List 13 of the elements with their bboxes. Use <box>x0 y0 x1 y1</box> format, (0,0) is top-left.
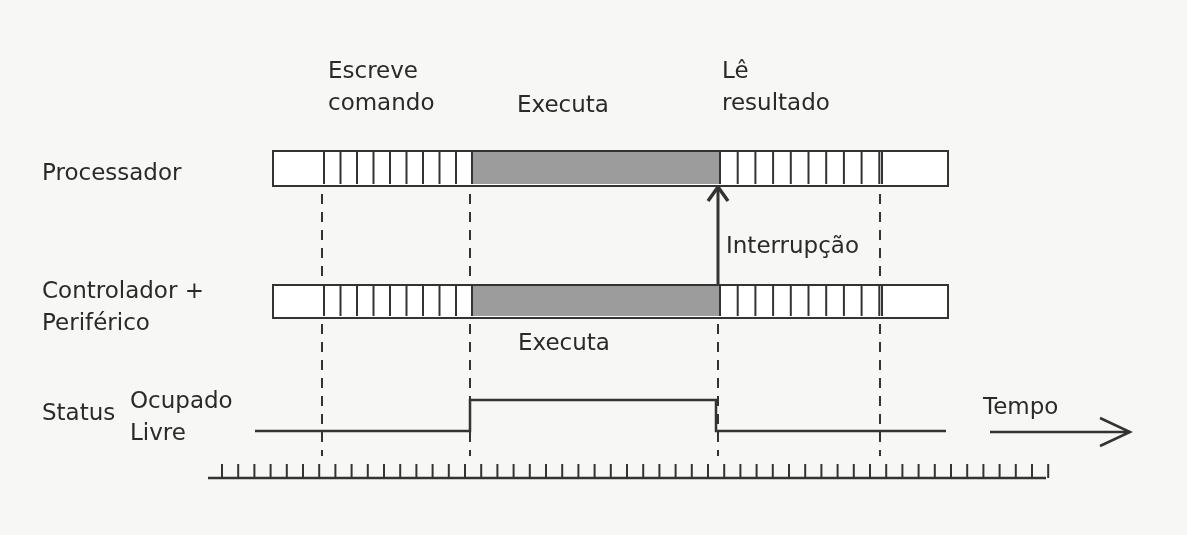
text-label: Executa <box>517 90 610 119</box>
timeline-bar <box>272 150 949 187</box>
text-label: Executa <box>518 328 611 357</box>
text-label: Escreve comando <box>328 56 436 117</box>
text-label: Processador <box>42 158 183 187</box>
text-label: Tempo <box>983 392 1060 421</box>
timeline-bar <box>272 284 949 319</box>
text-label: Controlador + Periférico <box>42 276 205 337</box>
text-label: Livre <box>130 418 187 447</box>
text-label: Status <box>42 398 117 427</box>
arrow <box>706 185 730 284</box>
text-label: Ocupado <box>130 386 234 415</box>
text-label: Lê resultado <box>722 56 831 117</box>
